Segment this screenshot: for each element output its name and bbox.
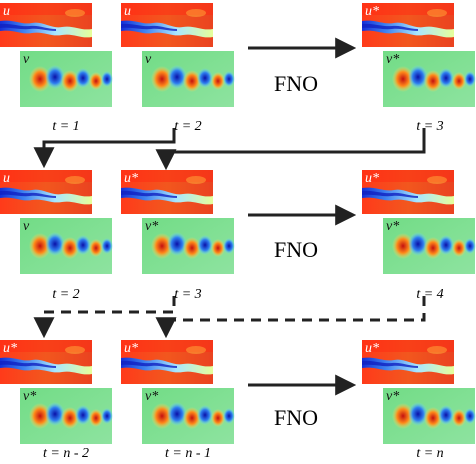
row2-input1-v-label: v bbox=[23, 219, 30, 234]
row1-output-v-label: v* bbox=[386, 52, 400, 67]
row1-input2-v-panel bbox=[142, 51, 235, 107]
row3-output-u-label: u* bbox=[365, 341, 379, 356]
row3-input1-u-label: u* bbox=[3, 341, 17, 356]
row1-input1-v-label: v bbox=[23, 52, 30, 67]
row1-input1-v-panel bbox=[20, 51, 113, 107]
row2-input1-time: t = 2 bbox=[52, 287, 80, 302]
row1-input1-time: t = 1 bbox=[52, 119, 80, 134]
row3-input1-v-label: v* bbox=[23, 389, 37, 404]
row3-input2-v-label: v* bbox=[145, 389, 159, 404]
row2-input1-u-label: u bbox=[3, 171, 10, 186]
row2-fno-label: FNO bbox=[273, 237, 319, 262]
row1-input1-u-label: u bbox=[3, 4, 10, 19]
row1-output-time: t = 3 bbox=[416, 119, 444, 134]
row3-output-v-label: v* bbox=[386, 389, 400, 404]
row2-output-v-label: v* bbox=[386, 219, 400, 234]
row3-input2-time: t = n - 1 bbox=[165, 446, 211, 461]
connector-row1-row2-a bbox=[33, 128, 176, 169]
row3-input2-u-label: u* bbox=[124, 341, 138, 356]
row3-fno-label: FNO bbox=[273, 405, 319, 430]
connector-row2-row3-b bbox=[155, 296, 426, 339]
row1-input2-time: t = 2 bbox=[174, 119, 202, 134]
row1-output-u-label: u* bbox=[365, 4, 379, 19]
row2-input2-time: t = 3 bbox=[174, 287, 202, 302]
row1-input2-u-label: u bbox=[124, 4, 131, 19]
row1-input2-u-panel bbox=[121, 3, 213, 47]
row3-output-time: t = n bbox=[416, 446, 444, 461]
row1-fno-label: FNO bbox=[273, 71, 319, 96]
row2-input2-u-label: u* bbox=[124, 171, 138, 186]
row2-input1-v-panel bbox=[20, 218, 113, 274]
row1-input1-u-panel bbox=[0, 3, 92, 47]
row1-input2-v-label: v bbox=[145, 52, 152, 67]
connector-row1-row2-b bbox=[155, 128, 426, 171]
row3-input1-time: t = n - 2 bbox=[43, 446, 89, 461]
row2-input2-v-label: v* bbox=[145, 219, 159, 234]
connector-row2-row3-a bbox=[33, 296, 176, 339]
row2-output-u-label: u* bbox=[365, 171, 379, 186]
row2-input1-u-panel bbox=[0, 170, 92, 214]
row2-output-time: t = 4 bbox=[416, 287, 444, 302]
